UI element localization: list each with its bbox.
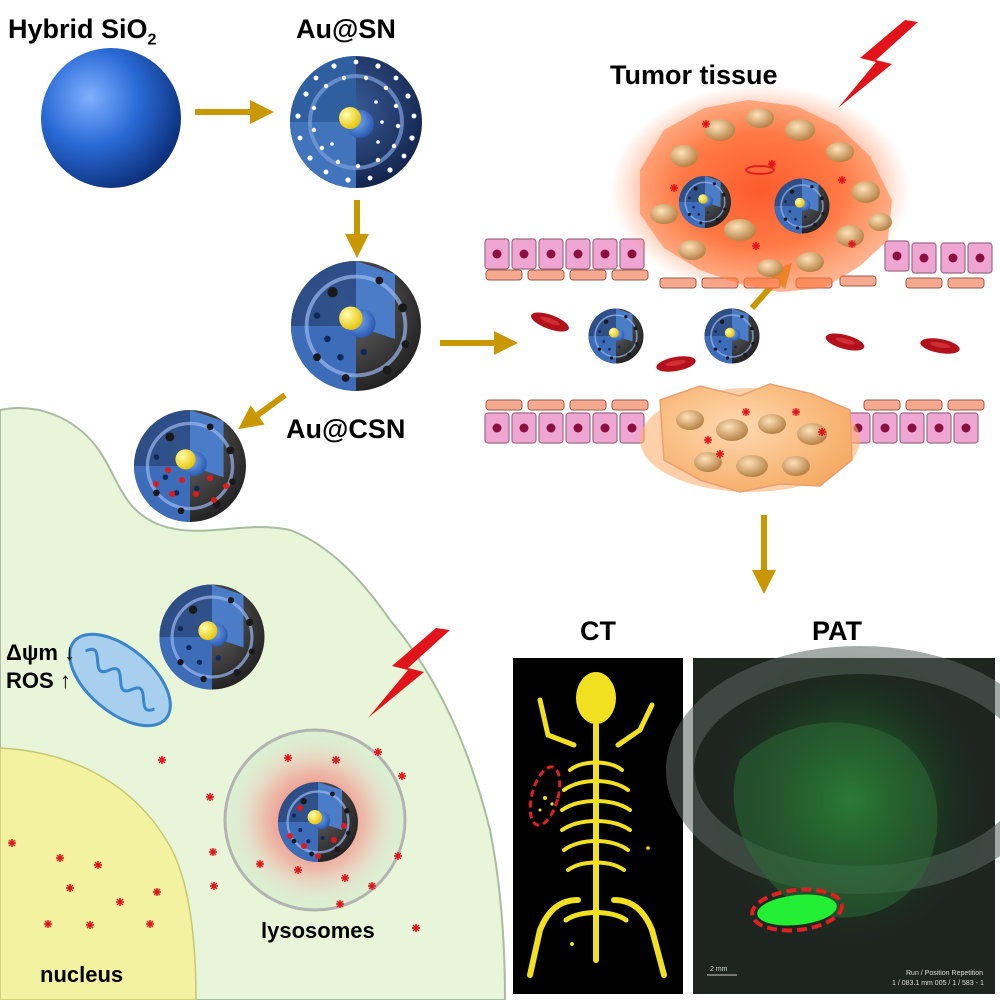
tumor-cluster-lower <box>640 383 860 493</box>
label-au-csn: Au@CSN <box>286 414 406 444</box>
label-pat-info-2: 1 / 083.1 mm 005 / 1 / 583 - 1 <box>892 980 984 987</box>
label-scale-bar: 2 mm <box>710 966 728 973</box>
label-pat-info-1: Run / Position Repetition <box>906 970 984 977</box>
lysosome <box>223 728 421 933</box>
tumor-cluster-upper <box>610 85 910 295</box>
lightning-bolt-icon <box>368 628 450 718</box>
circulating-particle <box>587 307 645 365</box>
vessel-wall-lower <box>484 399 985 444</box>
label-delta-psi: Δψm ↓ <box>6 640 76 665</box>
hybrid-sio2-sphere <box>41 48 181 188</box>
au-sn-particle <box>290 56 422 188</box>
mitochondrion-icon <box>68 632 172 728</box>
pat-panel <box>666 646 1000 994</box>
ct-skeleton <box>527 672 667 978</box>
label-ct: CT <box>580 616 616 646</box>
label-lysosomes: lysosomes <box>261 918 375 943</box>
au-csn-internalized-particle <box>157 582 267 692</box>
label-hybrid-sio2: Hybrid SiO2 <box>8 14 157 49</box>
label-tumor-tissue: Tumor tissue <box>610 60 778 90</box>
label-pat: PAT <box>812 616 862 646</box>
au-csn-loaded-particle <box>132 408 248 524</box>
nucleus <box>0 747 197 1000</box>
au-csn-particle <box>289 259 423 393</box>
label-ros: ROS ↑ <box>6 668 71 693</box>
lightning-bolt-icon <box>838 20 918 108</box>
drug-dots <box>153 467 347 859</box>
circulating-particle <box>703 307 761 365</box>
ct-panel <box>513 658 683 994</box>
label-nucleus: nucleus <box>40 962 124 987</box>
label-au-sn: Au@SN <box>296 14 396 44</box>
